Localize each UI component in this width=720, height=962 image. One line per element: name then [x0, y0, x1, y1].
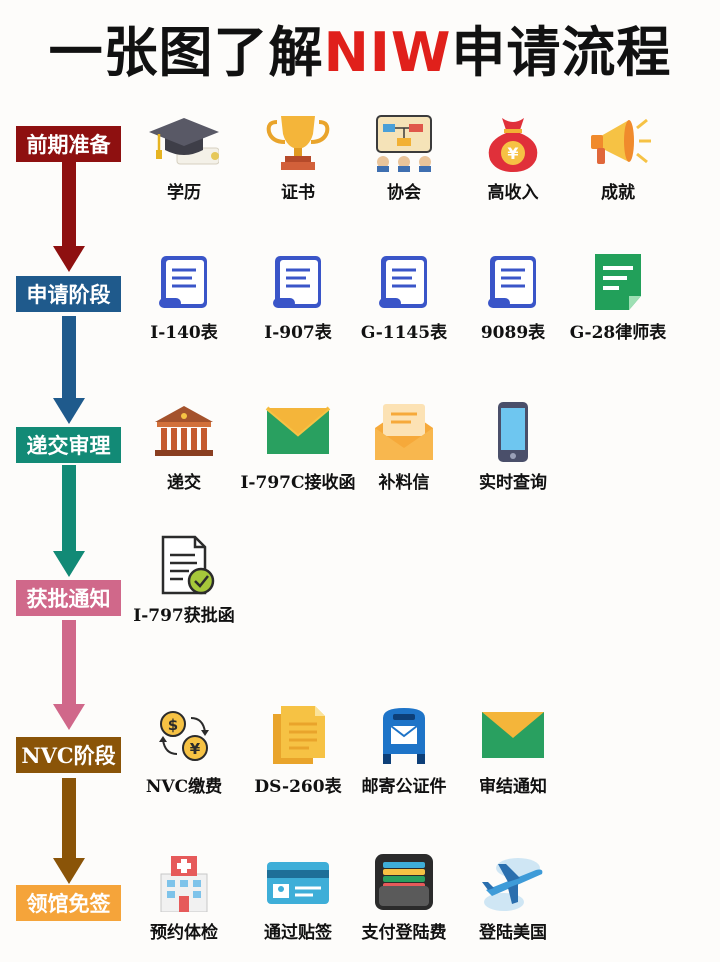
stage-label-consulate: 领馆免签 [16, 885, 121, 921]
item-form-g1145: G-1145表 [339, 252, 469, 343]
wallet-icon [375, 854, 433, 910]
stage-label-prep: 前期准备 [16, 126, 121, 162]
form-scroll-icon [379, 256, 427, 308]
item-i797c: I-797C接收函 [233, 402, 363, 493]
green-envelope-icon [265, 406, 331, 454]
airplane-icon [482, 858, 543, 911]
form-scroll-icon [273, 256, 321, 308]
item-ds260: DS-260表 [233, 706, 363, 797]
form-scroll-icon [159, 256, 207, 308]
item-immigrant-fee: 支付登陆费 [339, 852, 469, 943]
item-label: NVC缴费 [145, 777, 223, 797]
item-label: 补料信 [378, 473, 430, 493]
graduation-cap-icon [149, 118, 219, 165]
stage-label-review: 递交审理 [16, 427, 121, 463]
item-label: 学历 [167, 183, 201, 203]
stage-label-apply: 申请阶段 [16, 276, 121, 312]
item-rfe: 补料信 [339, 402, 469, 493]
page-title: 一张图了解NIW申请流程 [0, 18, 720, 88]
svg-text:$: $ [168, 716, 178, 734]
item-label: 协会 [387, 183, 421, 203]
stage-label-nvc: NVC阶段 [16, 737, 121, 773]
government-building-icon [155, 406, 213, 456]
title-highlight: NIW [323, 21, 452, 84]
item-form-i907: I-907表 [233, 252, 363, 343]
item-high-income: ¥ 高收入 [448, 112, 578, 203]
stage-label-approval: 获批通知 [16, 580, 121, 616]
item-nvc-fee: $ ¥ NVC缴费 [119, 706, 249, 797]
item-mail-notary: 邮寄公证件 [339, 706, 469, 797]
item-visa-stamp: 通过贴签 [233, 852, 363, 943]
item-label: DS-260表 [254, 777, 342, 797]
item-label: 9089表 [480, 323, 546, 343]
arrow-down-icon [53, 778, 85, 884]
green-document-icon [595, 254, 641, 310]
item-label: 通过贴签 [264, 923, 332, 943]
item-submit: 递交 [119, 402, 249, 493]
item-label: I-797获批函 [133, 606, 235, 626]
svg-text:¥: ¥ [507, 144, 518, 163]
item-label: 成就 [601, 183, 635, 203]
arrow-down-icon [53, 620, 85, 730]
money-bag-icon: ¥ [488, 118, 538, 172]
item-label: I-140表 [150, 323, 218, 343]
item-case-complete: 审结通知 [448, 706, 578, 797]
form-scroll-icon [488, 256, 536, 308]
item-label: G-1145表 [360, 323, 448, 343]
yellow-documents-icon [273, 706, 325, 764]
item-label: 实时查询 [479, 473, 547, 493]
item-label: 递交 [167, 473, 201, 493]
item-medical-exam: 预约体检 [119, 852, 249, 943]
megaphone-icon [591, 118, 651, 164]
item-certificate: 证书 [233, 112, 363, 203]
item-label: G-28律师表 [569, 323, 667, 343]
item-form-g28: G-28律师表 [553, 252, 683, 343]
smartphone-icon [498, 402, 528, 462]
id-card-icon [267, 862, 329, 904]
mailbox-icon [383, 708, 425, 764]
item-label: 登陆美国 [479, 923, 547, 943]
item-association: 协会 [339, 112, 469, 203]
currency-exchange-icon: $ ¥ [159, 711, 209, 761]
item-label: 邮寄公证件 [361, 777, 447, 797]
green-envelope-icon [482, 712, 544, 758]
arrow-down-icon [53, 465, 85, 577]
title-prefix: 一张图了解 [48, 21, 324, 84]
item-education: 学历 [119, 112, 249, 203]
item-label: 预约体检 [150, 923, 218, 943]
arrow-down-icon [53, 316, 85, 424]
item-label: 高收入 [487, 183, 539, 203]
item-label: 支付登陆费 [361, 923, 447, 943]
item-label: 审结通知 [479, 777, 547, 797]
item-label: I-907表 [264, 323, 332, 343]
item-realtime-query: 实时查询 [448, 402, 578, 493]
hospital-icon [160, 856, 208, 912]
approved-document-icon [161, 535, 215, 595]
item-i797-approval: I-797获批函 [119, 535, 249, 626]
item-label: 证书 [281, 183, 315, 203]
item-form-i140: I-140表 [119, 252, 249, 343]
title-suffix: 申请流程 [451, 21, 672, 84]
orange-envelope-icon [375, 404, 433, 460]
item-form-9089: 9089表 [448, 252, 578, 343]
svg-text:¥: ¥ [190, 740, 201, 758]
trophy-icon [266, 116, 330, 170]
item-label: I-797C接收函 [240, 473, 356, 493]
association-icon [376, 115, 432, 172]
arrow-down-icon [53, 162, 85, 272]
item-land-usa: 登陆美国 [448, 852, 578, 943]
item-achievement: 成就 [553, 112, 683, 203]
